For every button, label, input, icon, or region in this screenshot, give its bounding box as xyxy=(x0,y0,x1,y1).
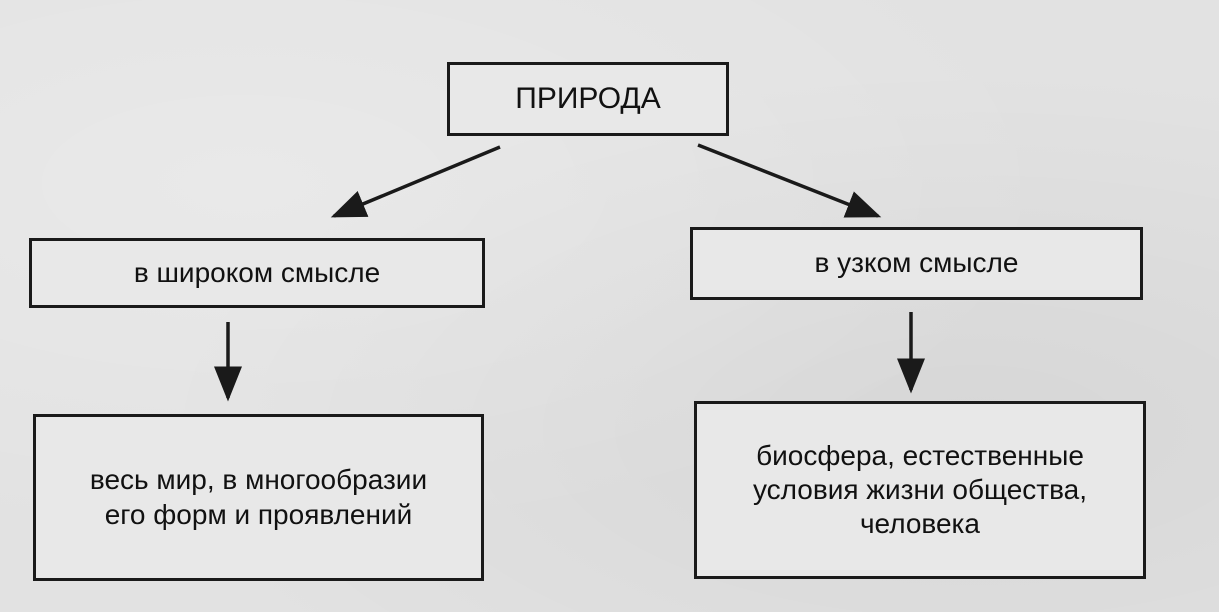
narrow-sense-box: в узком смысле xyxy=(690,227,1143,300)
arrow-root-to-narrow xyxy=(697,143,882,218)
root-node-label: ПРИРОДА xyxy=(515,81,661,115)
narrow-sense-label: в узком смысле xyxy=(814,247,1019,279)
narrow-sense-description: биосфера, естественные условия жизни общ… xyxy=(752,439,1088,540)
narrow-sense-description-box: биосфера, естественные условия жизни общ… xyxy=(694,401,1146,579)
broad-sense-box: в широком смысле xyxy=(29,238,485,308)
arrow-root-to-broad xyxy=(330,145,501,218)
broad-sense-label: в широком смысле xyxy=(133,256,381,288)
root-node-box: ПРИРОДА xyxy=(447,62,729,136)
broad-sense-description-box: весь мир, в многообразии его форм и проя… xyxy=(33,414,484,581)
broad-sense-description: весь мир, в многообразии его форм и проя… xyxy=(89,464,428,530)
